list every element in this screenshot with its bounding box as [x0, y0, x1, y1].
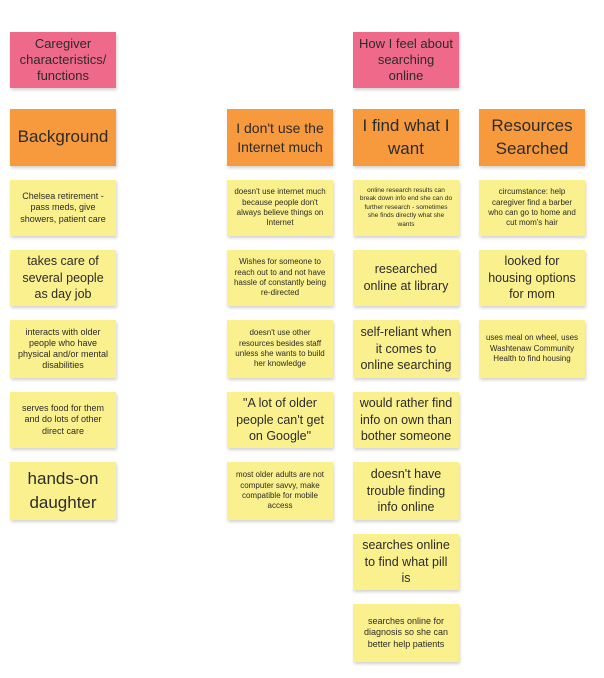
resources-note-2[interactable]: looked for housing options for mom	[479, 250, 585, 306]
no-internet-title-text: I don't use the Internet much	[236, 119, 324, 155]
note-text: would rather find info on own than bothe…	[359, 395, 453, 444]
resources-title-note[interactable]: Resources Searched	[479, 109, 585, 166]
no-internet-note-3[interactable]: doesn't use other resources besides staf…	[227, 320, 333, 378]
note-text: researched online at library	[363, 262, 449, 293]
find-title-text: I find what I want	[362, 115, 450, 158]
note-text: "A lot of older people can't get on Goog…	[236, 395, 324, 444]
note-text: Chelsea retirement - pass meds, give sho…	[20, 191, 106, 224]
note-text: doesn't use internet much because people…	[234, 187, 326, 228]
note-text: uses meal on wheel, uses Washtenaw Commu…	[485, 333, 579, 364]
note-text: self-reliant when it comes to online sea…	[360, 324, 452, 373]
background-title-text: Background	[17, 127, 109, 147]
background-note-2[interactable]: takes care of several people as day job	[10, 250, 116, 306]
find-note-4[interactable]: would rather find info on own than bothe…	[353, 392, 459, 448]
note-text: doesn't use other resources besides staf…	[235, 328, 325, 369]
note-text: most older adults are not computer savvy…	[235, 470, 325, 511]
note-text: online research results can break down i…	[359, 186, 453, 228]
background-title-note[interactable]: Background	[10, 109, 116, 166]
find-title-note[interactable]: I find what I want	[353, 109, 459, 166]
background-note-1[interactable]: Chelsea retirement - pass meds, give sho…	[10, 180, 116, 236]
find-note-5[interactable]: doesn't have trouble finding info online	[353, 462, 459, 520]
note-text: circumstance: help caregiver find a barb…	[488, 187, 576, 228]
no-internet-note-5[interactable]: most older adults are not computer savvy…	[227, 462, 333, 520]
header-caregiver-note[interactable]: Caregiver characteristics/ functions	[10, 32, 116, 88]
resources-title-text: Resources Searched	[491, 115, 573, 158]
header-caregiver-text: Caregiver characteristics/ functions	[19, 35, 107, 84]
background-note-4[interactable]: serves food for them and do lots of othe…	[10, 392, 116, 448]
note-text: Wishes for someone to reach out to and n…	[233, 257, 327, 298]
no-internet-title-note[interactable]: I don't use the Internet much	[227, 109, 333, 166]
resources-note-3[interactable]: uses meal on wheel, uses Washtenaw Commu…	[479, 320, 585, 378]
resources-note-1[interactable]: circumstance: help caregiver find a barb…	[479, 180, 585, 236]
background-note-5[interactable]: hands-on daughter	[10, 462, 116, 520]
find-note-3[interactable]: self-reliant when it comes to online sea…	[353, 320, 459, 378]
header-searching-note[interactable]: How I feel about searching online	[353, 32, 459, 88]
note-text: hands-on daughter	[27, 469, 99, 512]
no-internet-note-1[interactable]: doesn't use internet much because people…	[227, 180, 333, 236]
note-text: serves food for them and do lots of othe…	[21, 403, 105, 436]
note-text: doesn't have trouble finding info online	[366, 466, 446, 515]
find-note-1[interactable]: online research results can break down i…	[353, 180, 459, 236]
note-text: searches online to find what pill is	[362, 537, 450, 586]
note-text: looked for housing options for mom	[488, 253, 576, 302]
find-note-7[interactable]: searches online for diagnosis so she can…	[353, 604, 459, 662]
find-note-6[interactable]: searches online to find what pill is	[353, 534, 459, 590]
header-searching-text: How I feel about searching online	[359, 35, 453, 84]
note-text: searches online for diagnosis so she can…	[363, 616, 449, 649]
note-text: takes care of several people as day job	[22, 253, 104, 302]
no-internet-note-2[interactable]: Wishes for someone to reach out to and n…	[227, 250, 333, 306]
no-internet-note-4[interactable]: "A lot of older people can't get on Goog…	[227, 392, 333, 448]
note-text: interacts with older people who have phy…	[17, 326, 109, 371]
find-note-2[interactable]: researched online at library	[353, 250, 459, 306]
background-note-3[interactable]: interacts with older people who have phy…	[10, 320, 116, 378]
